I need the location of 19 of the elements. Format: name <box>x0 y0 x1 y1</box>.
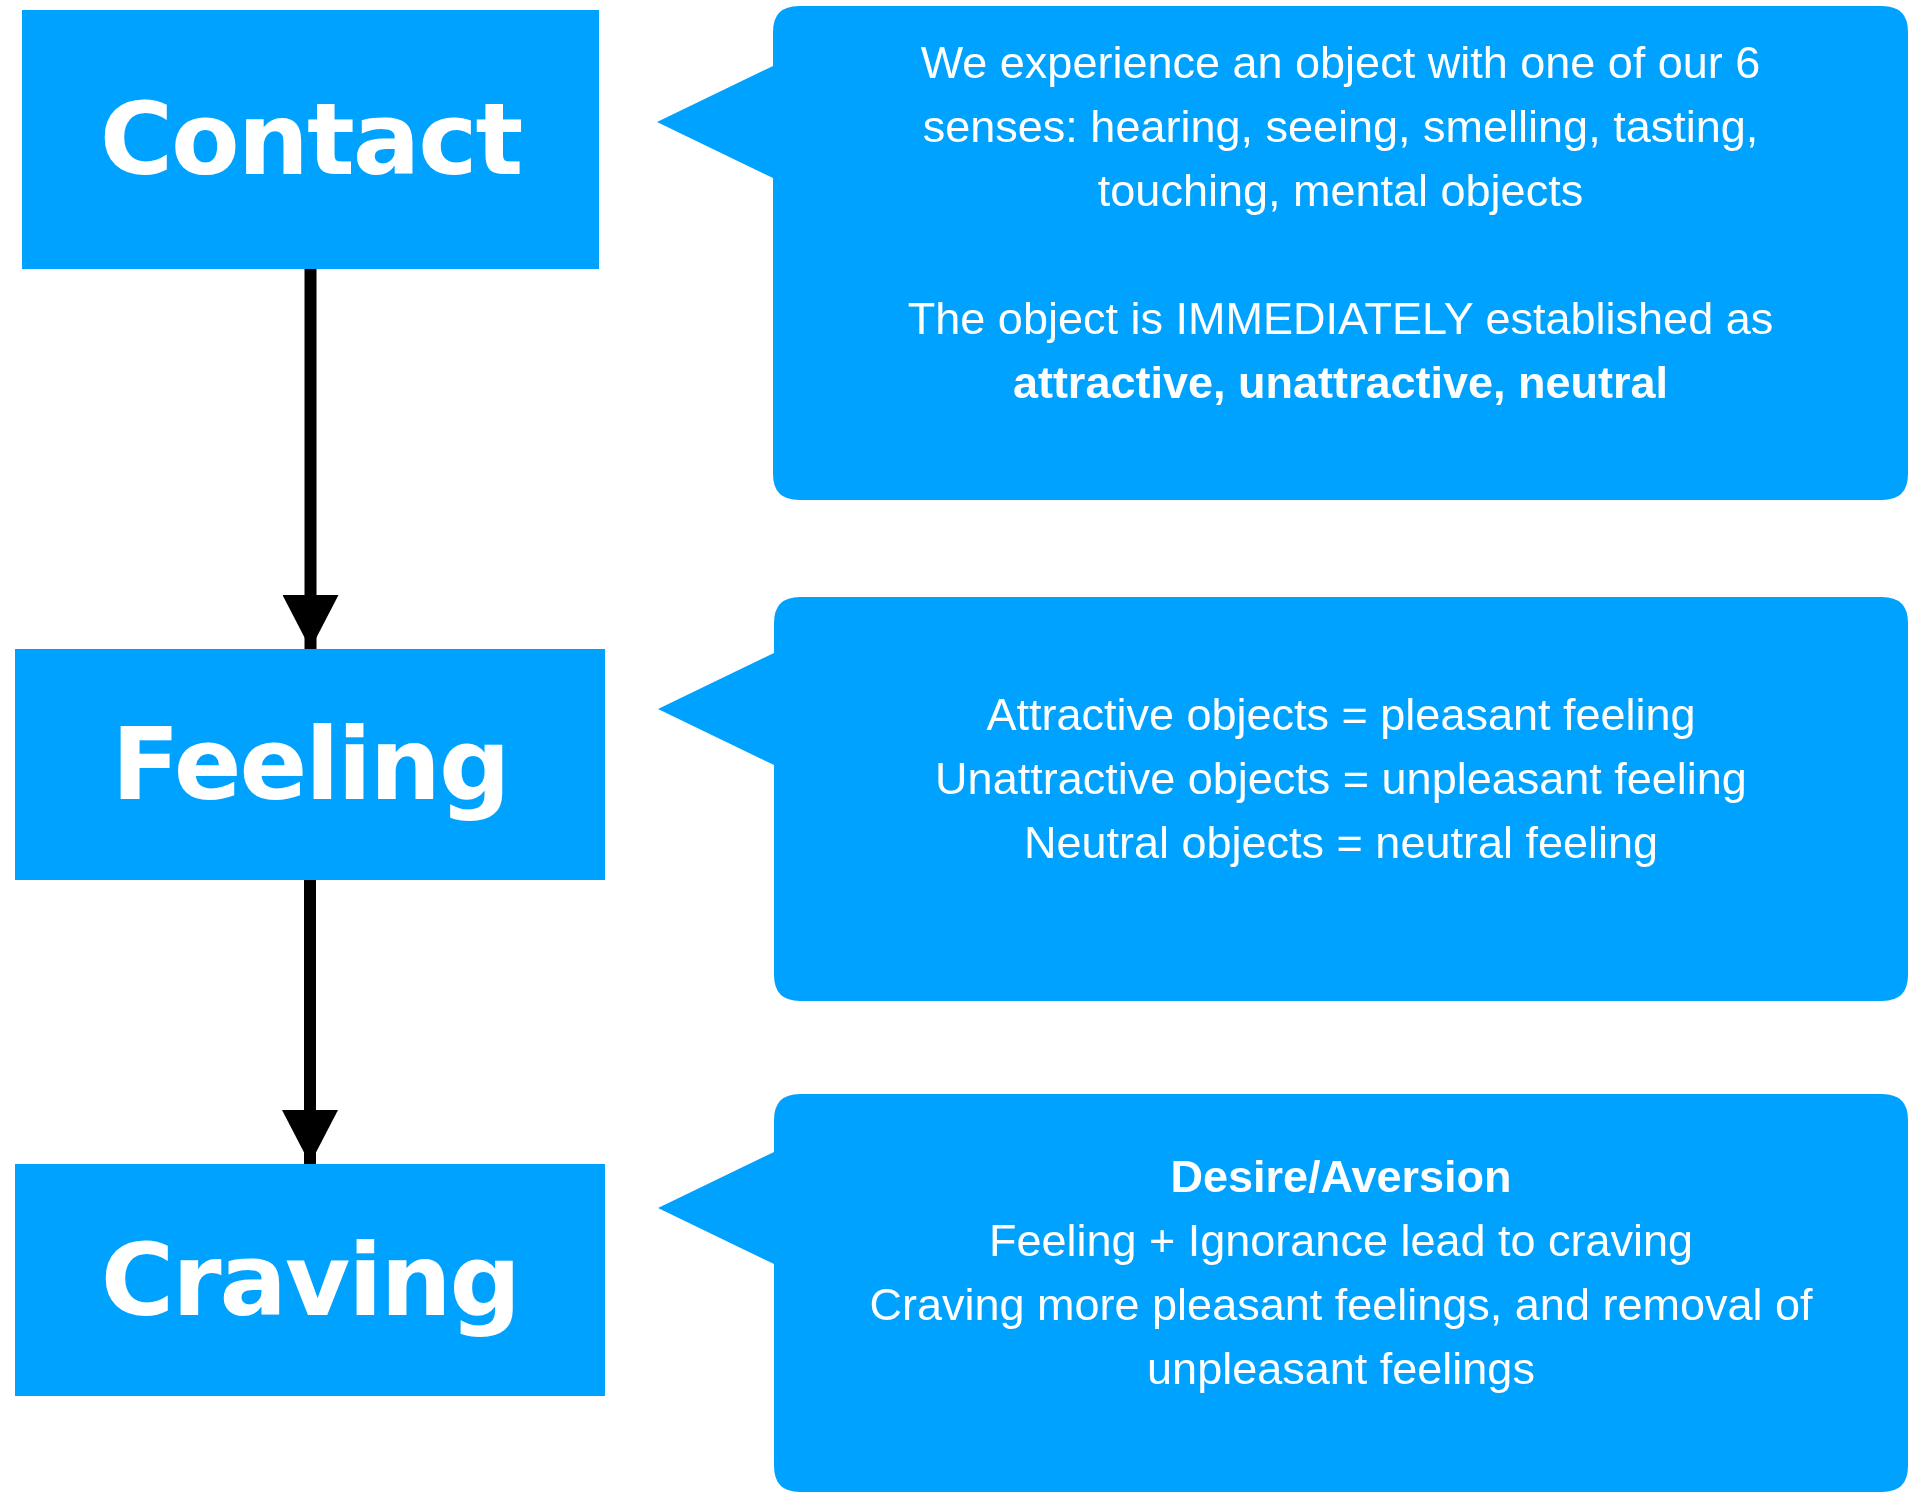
step-box <box>22 10 599 269</box>
callout-text: Unattractive objects = unpleasant feeling <box>935 752 1747 806</box>
step-box <box>15 649 605 880</box>
speech-callout <box>658 597 1908 1001</box>
callout-text: The object is IMMEDIATELY established as attractive, unattractive, neutral <box>906 292 1775 410</box>
callout-text: Craving more pleasant feelings, and removal of unpleasant feelings <box>868 1278 1814 1396</box>
arrow <box>282 269 339 649</box>
callout-text: Feeling + Ignorance lead to craving <box>988 1214 1694 1268</box>
arrow <box>282 880 338 1164</box>
callout-text: Attractive objects = pleasant feeling <box>986 688 1696 742</box>
callout-text: We experience an object with one of our 6 senses: hearing, seeing, smelling, tasting, touching, mental objects <box>919 36 1762 218</box>
step-title: Contact <box>99 81 522 198</box>
step-title: Feeling <box>111 706 509 823</box>
callout-text: Neutral objects = neutral feeling <box>1023 816 1659 870</box>
speech-callout <box>657 6 1908 500</box>
step-box <box>15 1164 605 1396</box>
step-title: Craving <box>100 1221 520 1339</box>
callout-text: Desire/Aversion <box>1170 1150 1512 1204</box>
speech-callout <box>658 1094 1908 1492</box>
